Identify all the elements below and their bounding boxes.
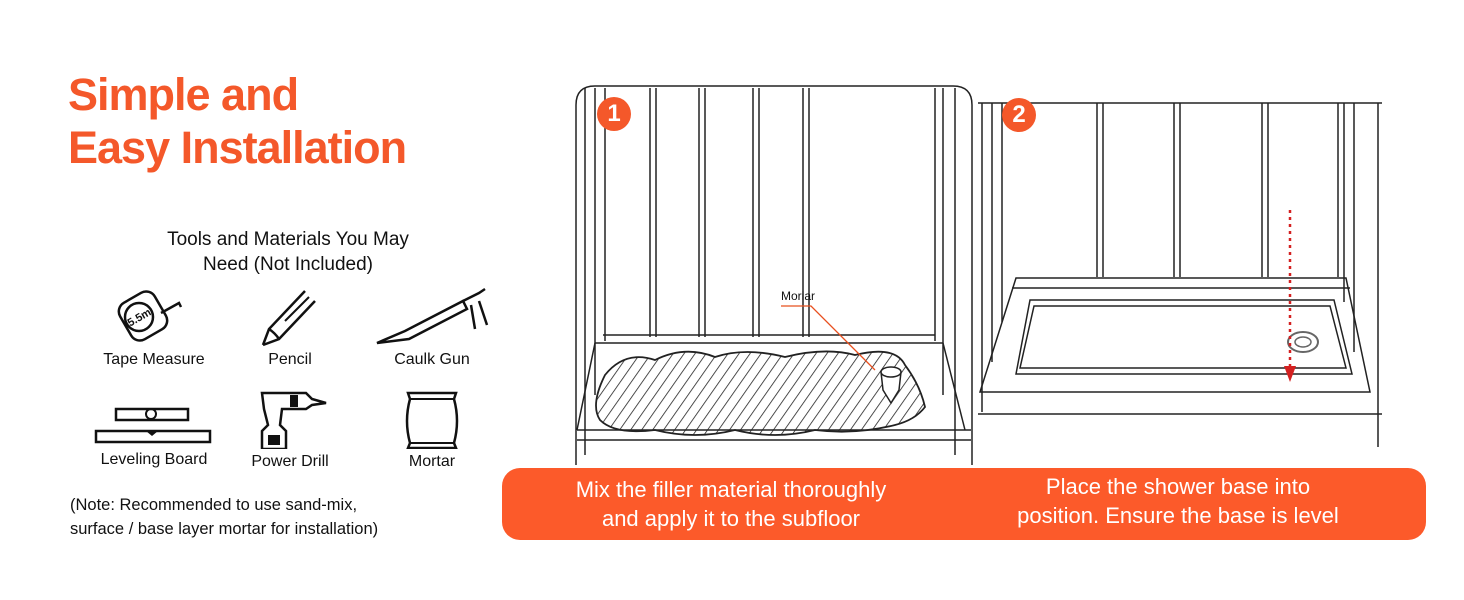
level-icon (94, 407, 212, 444)
note-line-2: surface / base layer mortar for installa… (70, 520, 379, 538)
shower-base-illustration (978, 102, 1382, 447)
tools-materials-section: Tools and Materials You May Need (Not In… (70, 215, 495, 538)
page-title: Simple and Easy Installation (68, 68, 407, 174)
step-1-badge: 1 (597, 97, 631, 131)
note-line-1: (Note: Recommended to use sand-mix, (70, 496, 358, 514)
step-1-caption-line-1: Mix the filler material thoroughly (575, 477, 887, 502)
mortar-callout-label: Moriar (781, 289, 816, 303)
tape-measure-icon: 5.5m (117, 290, 183, 342)
step-2-caption: Place the shower base into position. Ensu… (890, 468, 1426, 540)
step-2-caption-line-2: position. Ensure the base is level (1017, 503, 1339, 528)
drill-icon (260, 391, 327, 449)
tools-heading: Tools and Materials You May Need (Not In… (70, 227, 506, 277)
installation-note: (Note: Recommended to use sand-mix, surf… (70, 493, 378, 541)
tool-mortar: Mortar (362, 391, 502, 471)
step-2-badge: 2 (1002, 98, 1036, 132)
tool-pencil: Pencil (220, 287, 360, 369)
tool-label: Mortar (408, 453, 456, 470)
tool-label: Leveling Board (100, 451, 208, 468)
title-line-2: Easy Installation (68, 122, 407, 173)
pencil-icon (261, 290, 316, 347)
step-2-illustration: 2 (978, 98, 1382, 447)
tools-heading-line-1: Tools and Materials You May (167, 229, 409, 250)
shower-mortar-illustration (575, 85, 973, 465)
tool-leveling-board: Leveling Board (84, 391, 224, 469)
step-1-illustration: Moriar 1 (575, 85, 973, 540)
caulk-gun-icon (376, 287, 489, 345)
tool-tape-measure: 5.5m Tape Measure (84, 287, 224, 369)
mortar-bag-icon (405, 391, 459, 449)
tool-caulk-gun: Caulk Gun (362, 287, 502, 369)
step-1-caption: Mix the filler material thoroughly and ap… (502, 468, 960, 540)
tool-label: Power Drill (251, 453, 329, 470)
step-1-caption-line-2: and apply it to the subfloor (601, 506, 861, 531)
tool-label: Caulk Gun (394, 351, 470, 368)
tool-power-drill: Power Drill (220, 391, 360, 471)
tool-label: Pencil (268, 351, 312, 368)
tool-label: Tape Measure (103, 351, 205, 368)
title-line-1: Simple and (68, 69, 299, 120)
tools-heading-line-2: Need (Not Included) (202, 254, 374, 275)
step-2-caption-line-1: Place the shower base into (1045, 474, 1311, 499)
